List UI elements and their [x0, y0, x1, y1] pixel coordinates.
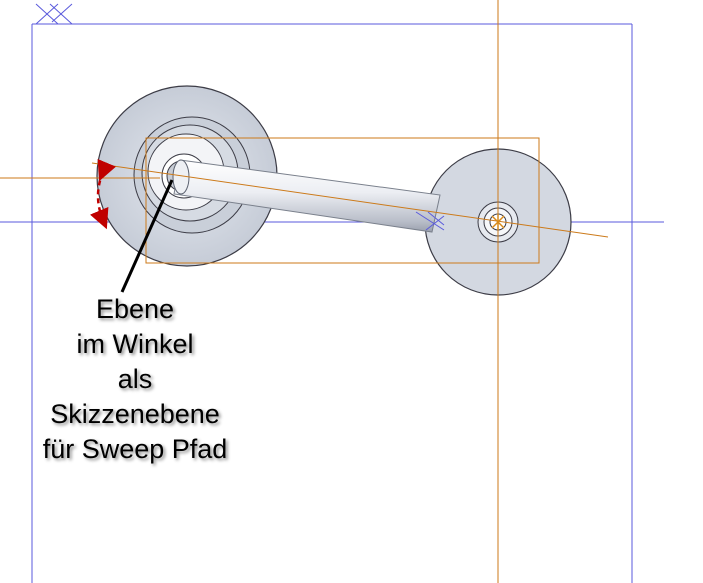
callout-leader-line	[120, 179, 174, 293]
callout-annotation: Ebene im Winkel als Skizzenebene für Swe…	[10, 292, 260, 467]
callout-line-2: im Winkel	[76, 329, 194, 359]
callout-line-5: für Sweep Pfad	[42, 434, 228, 464]
callout-line-1: Ebene	[95, 294, 175, 324]
orange-cross-icon[interactable]	[491, 214, 505, 230]
plane-marker-icon[interactable]	[415, 211, 445, 231]
plane-triad-icon[interactable]	[35, 3, 73, 25]
callout-line-4: Skizzenebene	[50, 399, 220, 429]
orange-reference-lines	[0, 0, 609, 583]
orange-bounding-box	[145, 137, 540, 264]
orange-angled-plane-line	[91, 162, 609, 238]
sweep-rod[interactable]	[172, 159, 441, 233]
callout-line-3: als	[117, 364, 153, 394]
angle-arrow-icon	[89, 158, 117, 230]
